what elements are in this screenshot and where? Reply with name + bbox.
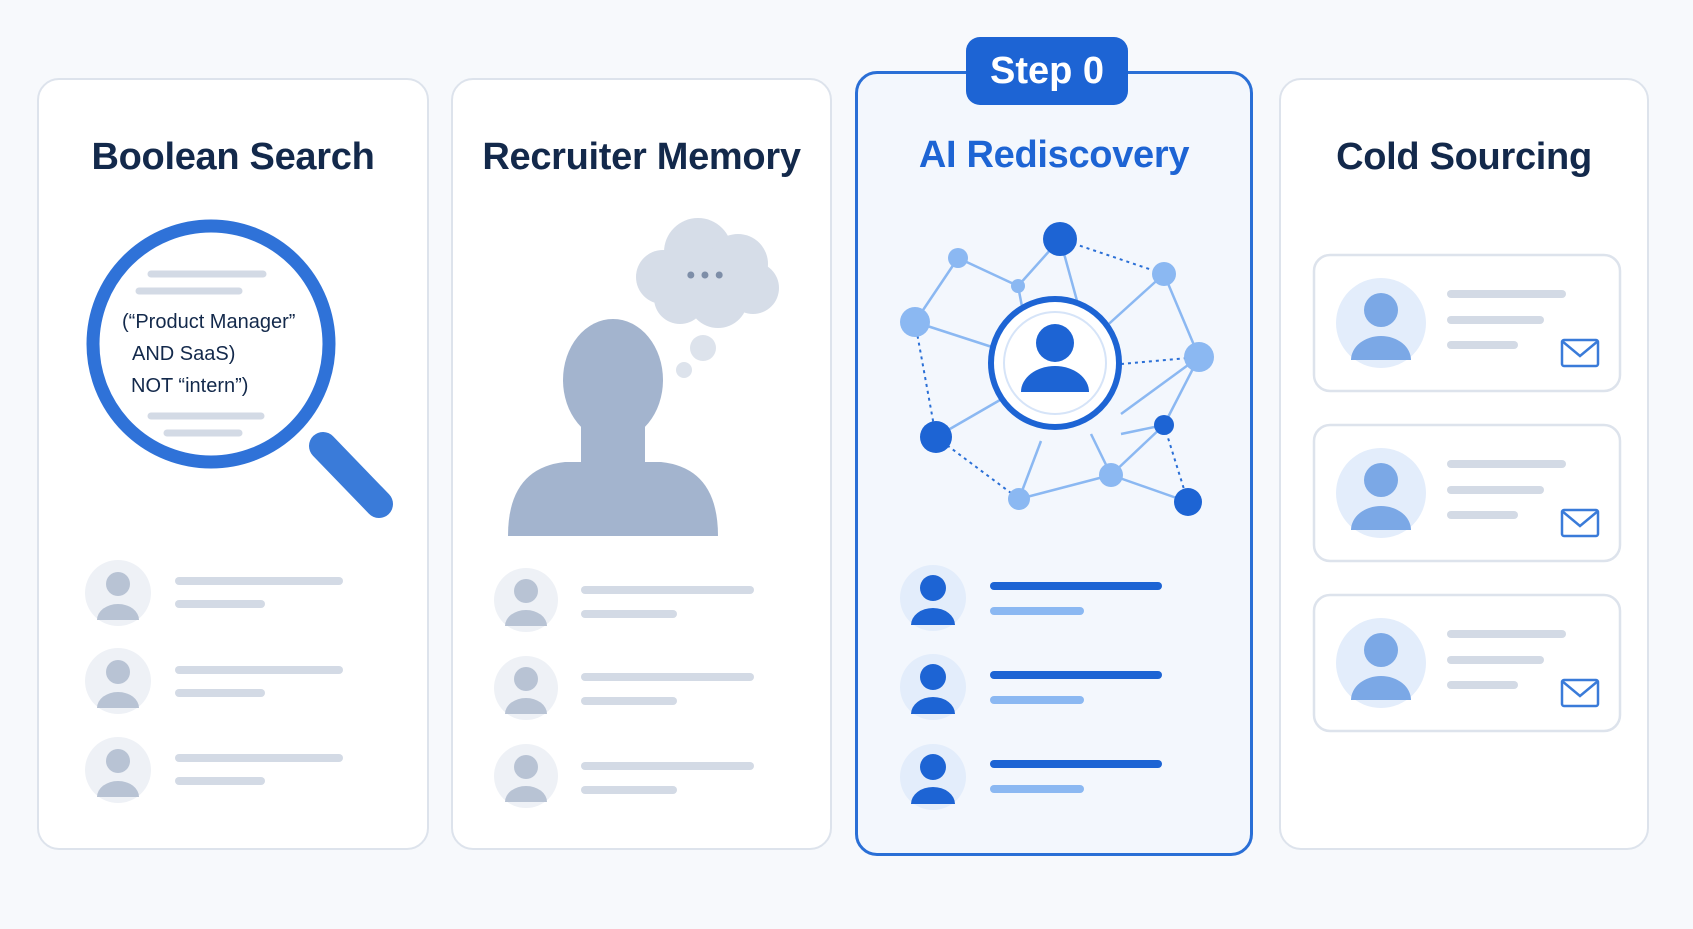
ai-rediscovery-illustration [900, 222, 1214, 810]
recruiter-memory-illustration: ••• [494, 218, 779, 808]
step-badge: Step 0 [966, 37, 1128, 105]
panel-title: Cold Sourcing [1336, 136, 1592, 178]
cold-sourcing-illustration [1312, 253, 1622, 733]
contact-card [1312, 253, 1622, 393]
matched-result-list [900, 565, 1162, 810]
result-row [900, 654, 1162, 720]
panel-cold-sourcing: Cold Sourcing [1279, 78, 1649, 850]
panel-title: Boolean Search [91, 136, 375, 178]
panel-title: Recruiter Memory [482, 136, 801, 178]
result-row [494, 568, 754, 632]
panel-recruiter-memory: Recruiter Memory ••• [451, 78, 832, 850]
result-row [900, 565, 1162, 631]
boolean-search-illustration: (“Product Manager” AND SaaS) NOT “intern… [85, 219, 393, 803]
result-row-list [494, 568, 754, 808]
person-silhouette-icon [508, 319, 718, 536]
query-line-2: AND SaaS) [132, 343, 235, 365]
panel-boolean-search: Boolean Search (“Product Manager” AND Sa… [37, 78, 429, 850]
magnifier-icon: (“Product Manager” AND SaaS) NOT “intern… [86, 219, 393, 518]
query-line-1: (“Product Manager” [122, 311, 295, 333]
result-row-list [85, 560, 343, 803]
network-graph-icon [900, 222, 1214, 516]
result-row [900, 744, 1162, 810]
result-row [85, 560, 343, 626]
contact-card [1312, 593, 1622, 733]
thought-dots: ••• [684, 262, 726, 290]
result-row [494, 656, 754, 720]
result-row [85, 737, 343, 803]
panel-title: AI Rediscovery [918, 134, 1190, 176]
query-line-3: NOT “intern”) [131, 375, 248, 397]
panel-ai-rediscovery: AI Rediscovery [855, 71, 1253, 856]
mail-icon [1560, 338, 1600, 368]
contact-card [1312, 423, 1622, 563]
mail-icon [1560, 678, 1600, 708]
result-row [85, 648, 343, 714]
mail-icon [1560, 508, 1600, 538]
thought-bubble-icon: ••• [636, 218, 779, 378]
result-row [494, 744, 754, 808]
